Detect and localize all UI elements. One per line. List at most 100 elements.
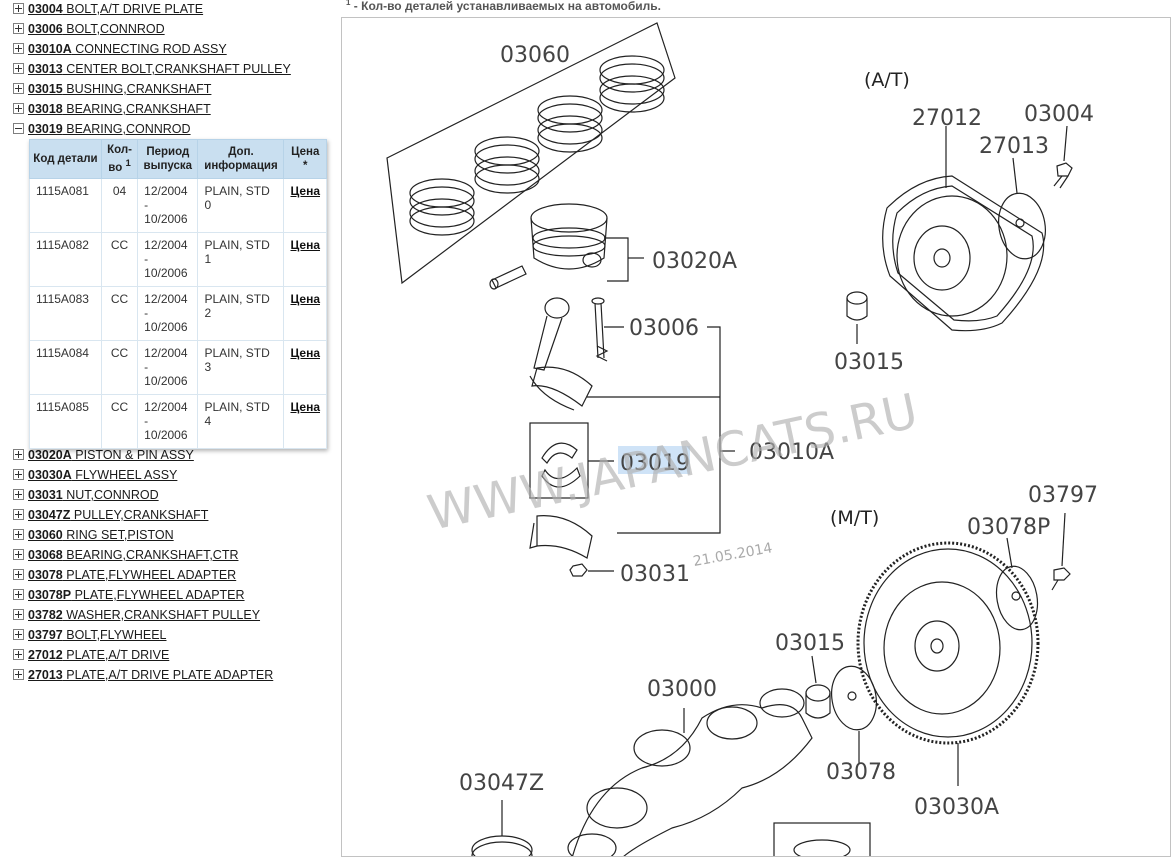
part-code: 03018 xyxy=(28,102,63,116)
tree-item-link[interactable]: 03006 BOLT,CONNROD xyxy=(28,22,165,36)
expand-icon[interactable] xyxy=(13,509,24,521)
cell-qty: CC xyxy=(100,339,139,395)
tree-item-link[interactable]: 03078P PLATE,FLYWHEEL ADAPTER xyxy=(28,588,245,602)
price-link[interactable]: Цена xyxy=(290,345,320,360)
price-link[interactable]: Цена xyxy=(290,291,320,306)
tree-item-03068[interactable]: 03068 BEARING,CRANKSHAFT,CTR xyxy=(13,547,238,563)
tree-item-link[interactable]: 03013 CENTER BOLT,CRANKSHAFT PULLEY xyxy=(28,62,291,76)
tree-item-03060[interactable]: 03060 RING SET,PISTON xyxy=(13,527,174,543)
tree-item-03015[interactable]: 03015 BUSHING,CRANKSHAFT xyxy=(13,81,211,97)
cell-price: Цена xyxy=(283,393,327,449)
cell-price: Цена xyxy=(283,231,327,287)
cell-part-code: 1115A084 xyxy=(29,339,102,395)
callout-03047z[interactable]: 03047Z xyxy=(459,771,544,796)
tree-item-03031[interactable]: 03031 NUT,CONNROD xyxy=(13,487,159,503)
part-name: BEARING,CRANKSHAFT xyxy=(62,102,211,116)
expand-icon[interactable] xyxy=(13,489,24,501)
expand-icon[interactable] xyxy=(13,449,24,461)
callout-03020a[interactable]: 03020A xyxy=(652,249,737,274)
cell-part-code: 1115A083 xyxy=(29,285,102,341)
expand-icon[interactable] xyxy=(13,609,24,621)
callout-03015-bottom[interactable]: 03015 xyxy=(775,631,845,656)
expand-icon[interactable] xyxy=(13,529,24,541)
tree-item-03020a[interactable]: 03020A PISTON & PIN ASSY xyxy=(13,447,194,463)
expand-icon[interactable] xyxy=(13,569,24,581)
tree-item-link[interactable]: 03018 BEARING,CRANKSHAFT xyxy=(28,102,211,116)
tree-item-link[interactable]: 27012 PLATE,A/T DRIVE xyxy=(28,648,169,662)
cell-info: PLAIN, STD 3 xyxy=(197,339,285,395)
callout-03078p[interactable]: 03078P xyxy=(967,515,1050,540)
expand-icon[interactable] xyxy=(13,649,24,661)
callout-03000[interactable]: 03000 xyxy=(647,677,717,702)
callout-03078[interactable]: 03078 xyxy=(826,760,896,785)
tree-item-03078p[interactable]: 03078P PLATE,FLYWHEEL ADAPTER xyxy=(13,587,245,603)
period-sep: - xyxy=(144,305,149,320)
expand-icon[interactable] xyxy=(13,103,24,115)
cell-qty: CC xyxy=(100,285,139,341)
callout-03015-top[interactable]: 03015 xyxy=(834,350,904,375)
expand-icon[interactable] xyxy=(13,43,24,55)
tree-item-27012[interactable]: 27012 PLATE,A/T DRIVE xyxy=(13,647,169,663)
cell-info: PLAIN, STD 2 xyxy=(197,285,285,341)
tree-item-link[interactable]: 03015 BUSHING,CRANKSHAFT xyxy=(28,82,211,96)
tree-item-link[interactable]: 03020A PISTON & PIN ASSY xyxy=(28,448,194,462)
callout-03019[interactable]: 03019 xyxy=(620,451,690,476)
price-link[interactable]: Цена xyxy=(290,183,320,198)
expand-icon[interactable] xyxy=(13,469,24,481)
tree-item-03797[interactable]: 03797 BOLT,FLYWHEEL xyxy=(13,627,167,643)
part-code: 27012 xyxy=(28,648,63,662)
tree-item-03006[interactable]: 03006 BOLT,CONNROD xyxy=(13,21,165,37)
expand-icon[interactable] xyxy=(13,3,24,15)
flywheel-plate-icon xyxy=(831,665,877,731)
tree-item-03018[interactable]: 03018 BEARING,CRANKSHAFT xyxy=(13,101,211,117)
callout-03060[interactable]: 03060 xyxy=(500,43,570,68)
tree-item-link[interactable]: 03004 BOLT,A/T DRIVE PLATE xyxy=(28,2,203,16)
tree-item-03078[interactable]: 03078 PLATE,FLYWHEEL ADAPTER xyxy=(13,567,236,583)
tree-item-27013[interactable]: 27013 PLATE,A/T DRIVE PLATE ADAPTER xyxy=(13,667,273,683)
callout-03030a[interactable]: 03030A xyxy=(914,795,999,820)
expand-icon[interactable] xyxy=(13,589,24,601)
callout-03010a[interactable]: 03010A xyxy=(749,440,834,465)
expand-icon[interactable] xyxy=(13,63,24,75)
period-sep: - xyxy=(144,197,149,212)
tree-item-link[interactable]: 03782 WASHER,CRANKSHAFT PULLEY xyxy=(28,608,260,622)
tree-item-link[interactable]: 03068 BEARING,CRANKSHAFT,CTR xyxy=(28,548,238,562)
tree-item-03019[interactable]: 03019 BEARING,CONNROD xyxy=(13,121,191,137)
expand-icon[interactable] xyxy=(13,549,24,561)
callout-27013[interactable]: 27013 xyxy=(979,134,1049,159)
tree-item-03782[interactable]: 03782 WASHER,CRANKSHAFT PULLEY xyxy=(13,607,260,623)
tree-item-link[interactable]: 03078 PLATE,FLYWHEEL ADAPTER xyxy=(28,568,236,582)
highlight-03019 xyxy=(618,446,690,474)
callout-03797[interactable]: 03797 xyxy=(1028,483,1098,508)
tree-item-link[interactable]: 03010A CONNECTING ROD ASSY xyxy=(28,42,227,56)
tree-item-link[interactable]: 03031 NUT,CONNROD xyxy=(28,488,159,502)
expand-icon[interactable] xyxy=(13,669,24,681)
price-link[interactable]: Цена xyxy=(290,237,320,252)
at-variant-label: (A/T) xyxy=(864,69,910,91)
tree-item-link[interactable]: 03030A FLYWHEEL ASSY xyxy=(28,468,177,482)
collapse-icon[interactable] xyxy=(13,123,24,135)
crankshaft-icon xyxy=(567,688,813,856)
expand-icon[interactable] xyxy=(13,629,24,641)
period-sep: - xyxy=(144,359,149,374)
tree-item-link[interactable]: 27013 PLATE,A/T DRIVE PLATE ADAPTER xyxy=(28,668,273,682)
callout-03004[interactable]: 03004 xyxy=(1024,102,1094,127)
tree-item-link[interactable]: 03019 BEARING,CONNROD xyxy=(28,122,191,136)
price-link[interactable]: Цена xyxy=(290,399,320,414)
tree-item-03013[interactable]: 03013 CENTER BOLT,CRANKSHAFT PULLEY xyxy=(13,61,291,77)
tree-item-link[interactable]: 03797 BOLT,FLYWHEEL xyxy=(28,628,167,642)
callout-27012[interactable]: 27012 xyxy=(912,106,982,131)
tree-item-03004[interactable]: 03004 BOLT,A/T DRIVE PLATE xyxy=(13,1,203,17)
tree-item-link[interactable]: 03047Z PULLEY,CRANKSHAFT xyxy=(28,508,208,522)
callout-03031[interactable]: 03031 xyxy=(620,562,690,587)
tree-item-link[interactable]: 03060 RING SET,PISTON xyxy=(28,528,174,542)
tree-item-03030a[interactable]: 03030A FLYWHEEL ASSY xyxy=(13,467,177,483)
expand-icon[interactable] xyxy=(13,83,24,95)
expand-icon[interactable] xyxy=(13,23,24,35)
part-name: BOLT,FLYWHEEL xyxy=(62,628,167,642)
tree-item-03047z[interactable]: 03047Z PULLEY,CRANKSHAFT xyxy=(13,507,208,523)
callout-03006[interactable]: 03006 xyxy=(629,316,699,341)
cell-info: PLAIN, STD 4 xyxy=(197,393,285,449)
tree-item-03010a[interactable]: 03010A CONNECTING ROD ASSY xyxy=(13,41,227,57)
cell-info: PLAIN, STD 0 xyxy=(197,177,285,233)
